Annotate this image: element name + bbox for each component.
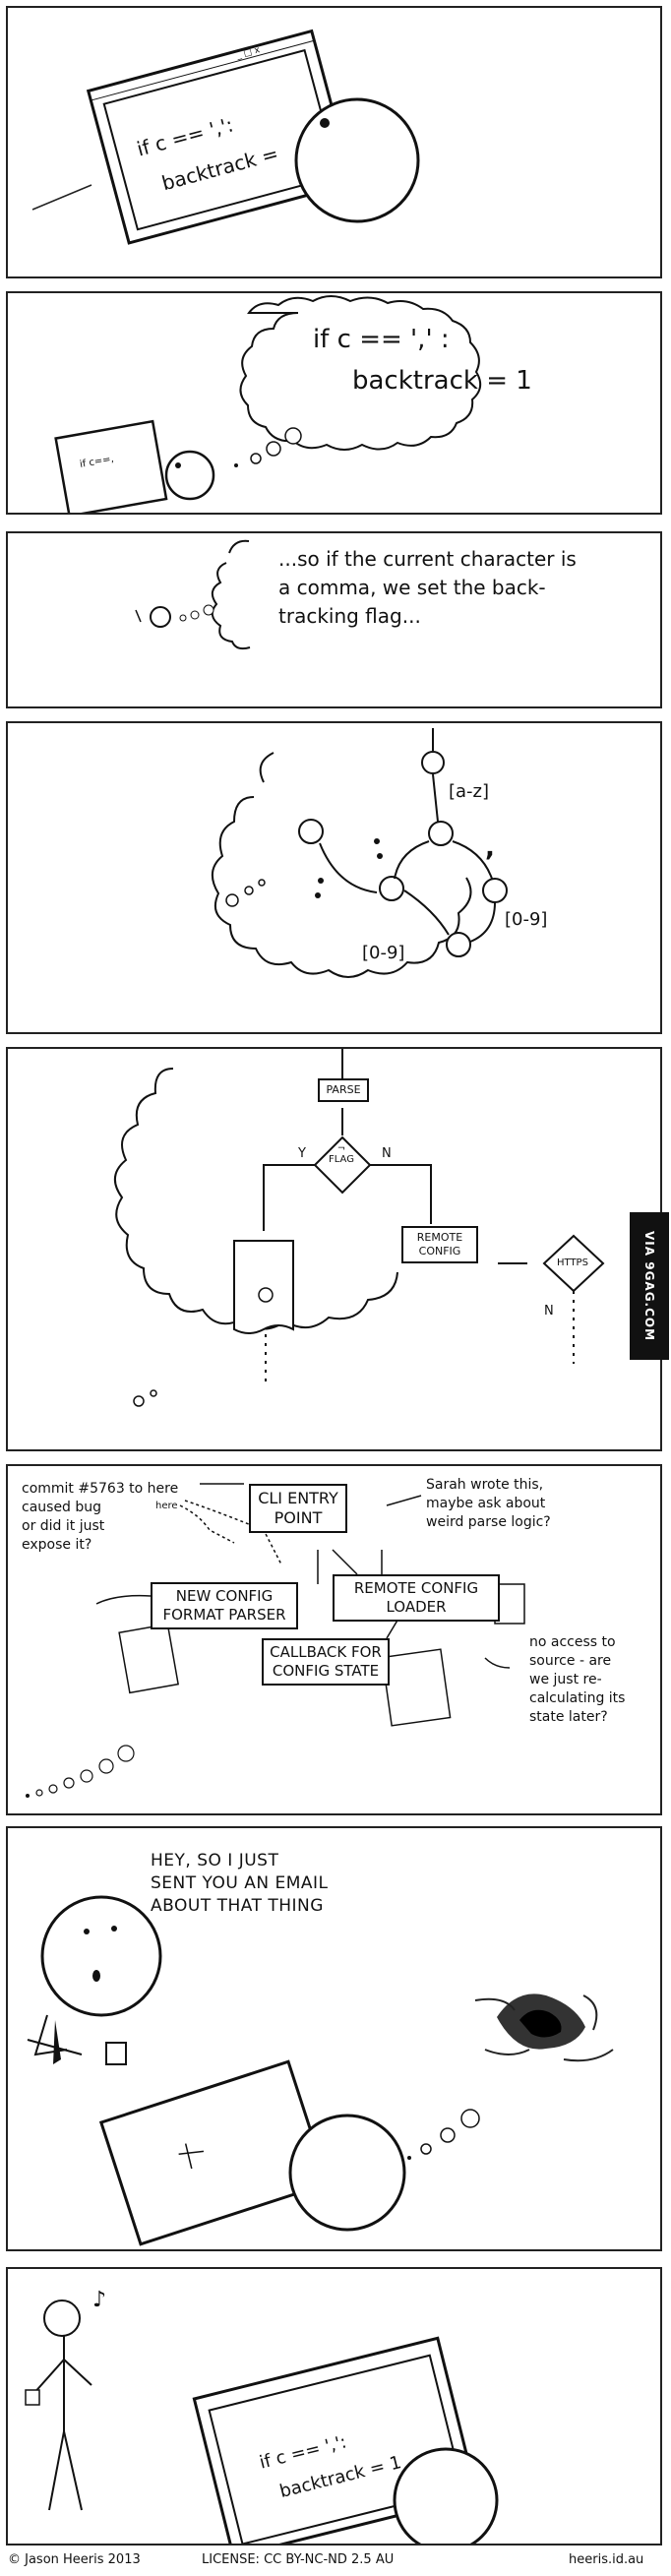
panel-7-drawing (27, 1895, 614, 2246)
panel-5-parse-box: PARSE (318, 1078, 369, 1102)
panel-6-new-config-box: NEW CONFIG FORMAT PARSER (151, 1582, 298, 1629)
panel-5: PARSE ¬ FLAG Y N REMOTE CONFIG HTTPS N (6, 1047, 662, 1451)
panel-5-yes: Y (298, 1146, 306, 1161)
panel-8-drawing: ♪ (25, 2288, 499, 2544)
panel-3: ...so if the current character is a comm… (6, 531, 662, 708)
panel-2-thought-line-1: if c == ',' : (313, 325, 450, 354)
panel-4-comma: , (485, 833, 495, 863)
panel-6-callback-box: CALLBACK FOR CONFIG STATE (262, 1638, 390, 1686)
panel-7: HEY, SO I JUST SENT YOU AN EMAIL ABOUT T… (6, 1826, 662, 2251)
panel-6-drawing (26, 1483, 525, 1798)
panel-2-thought-line-2: backtrack = 1 (352, 366, 532, 396)
footer-license: LICENSE: CC BY-NC-ND 2.5 AU (202, 2552, 395, 2567)
panel-5-no: N (382, 1146, 392, 1161)
panel-1: _ □ x if c == ',': backtrack = (6, 6, 662, 278)
panel-5-remote-config-box: REMOTE CONFIG (401, 1226, 478, 1263)
panel-5-flag: ¬ FLAG (329, 1143, 354, 1165)
panel-6-sarah-note: Sarah wrote this, maybe ask about weird … (426, 1477, 551, 1530)
panel-4-label-0-9-left: [0-9] (362, 943, 405, 963)
panel-1-drawing: _ □ x (31, 29, 420, 245)
panel-4-label-0-9-right: [0-9] (505, 909, 548, 930)
panel-3-thought: ...so if the current character is a comm… (278, 547, 577, 628)
footer-copyright: © Jason Heeris 2013 (8, 2552, 141, 2567)
panel-4: [a-z] , [0-9] [0-9] (6, 721, 662, 1034)
panel-2: if c==, if c == ',' : backtrack = 1 (6, 291, 662, 515)
panel-3-drawing (135, 539, 251, 650)
panel-6-remote-loader-box: REMOTE CONFIG LOADER (333, 1574, 500, 1622)
panel-6-access-note: no access to source - are we just re- ca… (529, 1634, 626, 1725)
svg-text:♪: ♪ (92, 2288, 106, 2312)
panel-4-drawing (212, 728, 508, 978)
panel-4-label-a-z: [a-z] (449, 781, 490, 802)
panel-6-here-label: here (155, 1501, 178, 1511)
panel-6-cli-entry-box: CLI ENTRY POINT (249, 1484, 347, 1533)
panel-5-no-2: N (544, 1304, 554, 1319)
via-9gag-badge: VIA 9GAG.COM (630, 1212, 669, 1360)
panel-5-drawing (114, 1049, 605, 1407)
panel-5-https: HTTPS (557, 1257, 588, 1268)
panel-2-drawing (54, 295, 482, 513)
panel-6-commit-note: commit #5763 to here caused bug or did i… (22, 1481, 179, 1553)
panel-7-speech: HEY, SO I JUST SENT YOU AN EMAIL ABOUT T… (151, 1851, 329, 1916)
panel-6: commit #5763 to here caused bug or did i… (6, 1464, 662, 1815)
panel-8: ♪ if c == ',': backtrack = 1 (6, 2267, 662, 2545)
footer-site: heeris.id.au (569, 2552, 644, 2567)
